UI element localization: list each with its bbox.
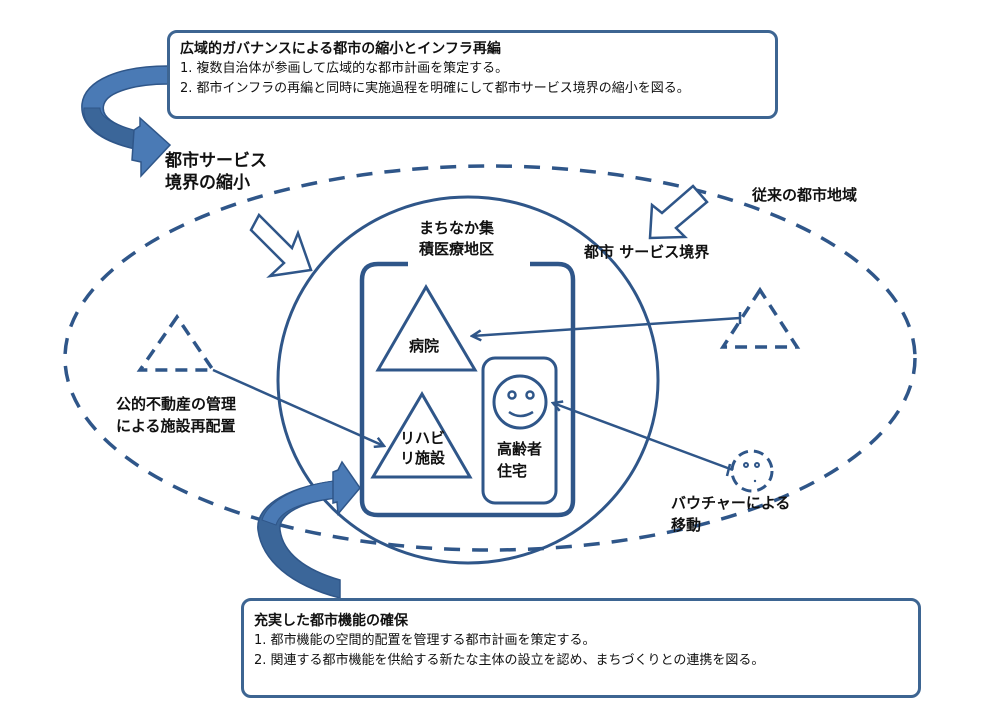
left-dashed-triangle bbox=[136, 313, 217, 372]
bottom-box-item: 1. 都市機能の空間的配置を管理する都市計画を策定する。 bbox=[254, 633, 596, 648]
public-realestate-label-line1: 公的不動産の管理 bbox=[116, 395, 237, 413]
medical-district-label-line1: まちなか集 bbox=[419, 219, 495, 237]
conventional-area-label: 従来の都市地域 bbox=[752, 186, 858, 204]
top-box-item: 1. 複数自治体が参画して広域的な都市計画を策定する。 bbox=[180, 61, 509, 76]
rehab-label-line2: リ施設 bbox=[400, 449, 446, 467]
hollow-arrow-right-icon bbox=[648, 184, 709, 240]
conventional-urban-area-ellipse bbox=[63, 164, 917, 552]
arrow-to-elderly-housing bbox=[553, 403, 734, 472]
hospital-label: 病院 bbox=[409, 337, 440, 355]
top-box-item: 2. 都市インフラの再編と同時に実施過程を明確にして都市サービス境界の縮小を図る… bbox=[180, 81, 690, 96]
hollow-arrow-left-icon bbox=[249, 212, 313, 278]
curved-arrow-top-icon bbox=[81, 65, 172, 178]
top-policy-box: 広域的ガバナンスによる都市の縮小とインフラ再編 1. 複数自治体が参画して広域的… bbox=[167, 30, 778, 119]
service-boundary-label: 都市 サービス境界 bbox=[584, 243, 710, 261]
bottom-box-item: 2. 関連する都市機能を供給する新たな主体の設立を認め、まちづくりとの連携を図る… bbox=[254, 653, 765, 668]
hospital-triangle bbox=[375, 284, 478, 372]
elderly-housing-label-line2: 住宅 bbox=[497, 462, 528, 480]
service-shrink-label-line1: 都市サービス bbox=[165, 151, 267, 171]
voucher-face-icon bbox=[730, 449, 774, 493]
smiley-face-icon bbox=[492, 374, 548, 430]
bottom-policy-box: 充実した都市機能の確保 1. 都市機能の空間的配置を管理する都市計画を策定する。… bbox=[241, 598, 921, 698]
elderly-housing-label: 高齢者 住宅 bbox=[497, 438, 542, 482]
rehab-label-line1: リハビ bbox=[400, 429, 446, 447]
medical-district-label: まちなか集 積医療地区 bbox=[419, 218, 494, 260]
rehab-label: リハビ リ施設 bbox=[400, 428, 445, 468]
voucher-label: バウチャーによる 移動 bbox=[671, 492, 790, 536]
curved-arrow-bottom-icon bbox=[257, 460, 361, 599]
urban-service-boundary-circle bbox=[276, 195, 660, 565]
arrow-to-hospital bbox=[472, 316, 741, 336]
bottom-box-title: 充実した都市機能の確保 bbox=[254, 613, 408, 629]
voucher-label-line1: バウチャーによる bbox=[671, 494, 791, 512]
elderly-housing-frame bbox=[481, 356, 558, 505]
public-realestate-label-line2: による施設再配置 bbox=[116, 417, 236, 435]
elderly-housing-label-line1: 高齢者 bbox=[497, 440, 543, 458]
arrow-origin-cap-voucher bbox=[725, 463, 732, 477]
rehab-triangle bbox=[370, 391, 473, 479]
public-realestate-label: 公的不動産の管理 による施設再配置 bbox=[116, 393, 236, 437]
service-shrink-label: 都市サービス 境界の縮小 bbox=[165, 150, 267, 194]
medical-district-frame bbox=[359, 261, 576, 518]
medical-district-label-line2: 積医療地区 bbox=[419, 240, 495, 258]
service-shrink-label-line2: 境界の縮小 bbox=[165, 173, 250, 193]
top-box-title: 広域的ガバナンスによる都市の縮小とインフラ再編 bbox=[180, 41, 501, 57]
voucher-label-line2: 移動 bbox=[671, 516, 702, 534]
right-dashed-triangle bbox=[719, 286, 801, 349]
arrow-to-rehab bbox=[212, 368, 384, 446]
